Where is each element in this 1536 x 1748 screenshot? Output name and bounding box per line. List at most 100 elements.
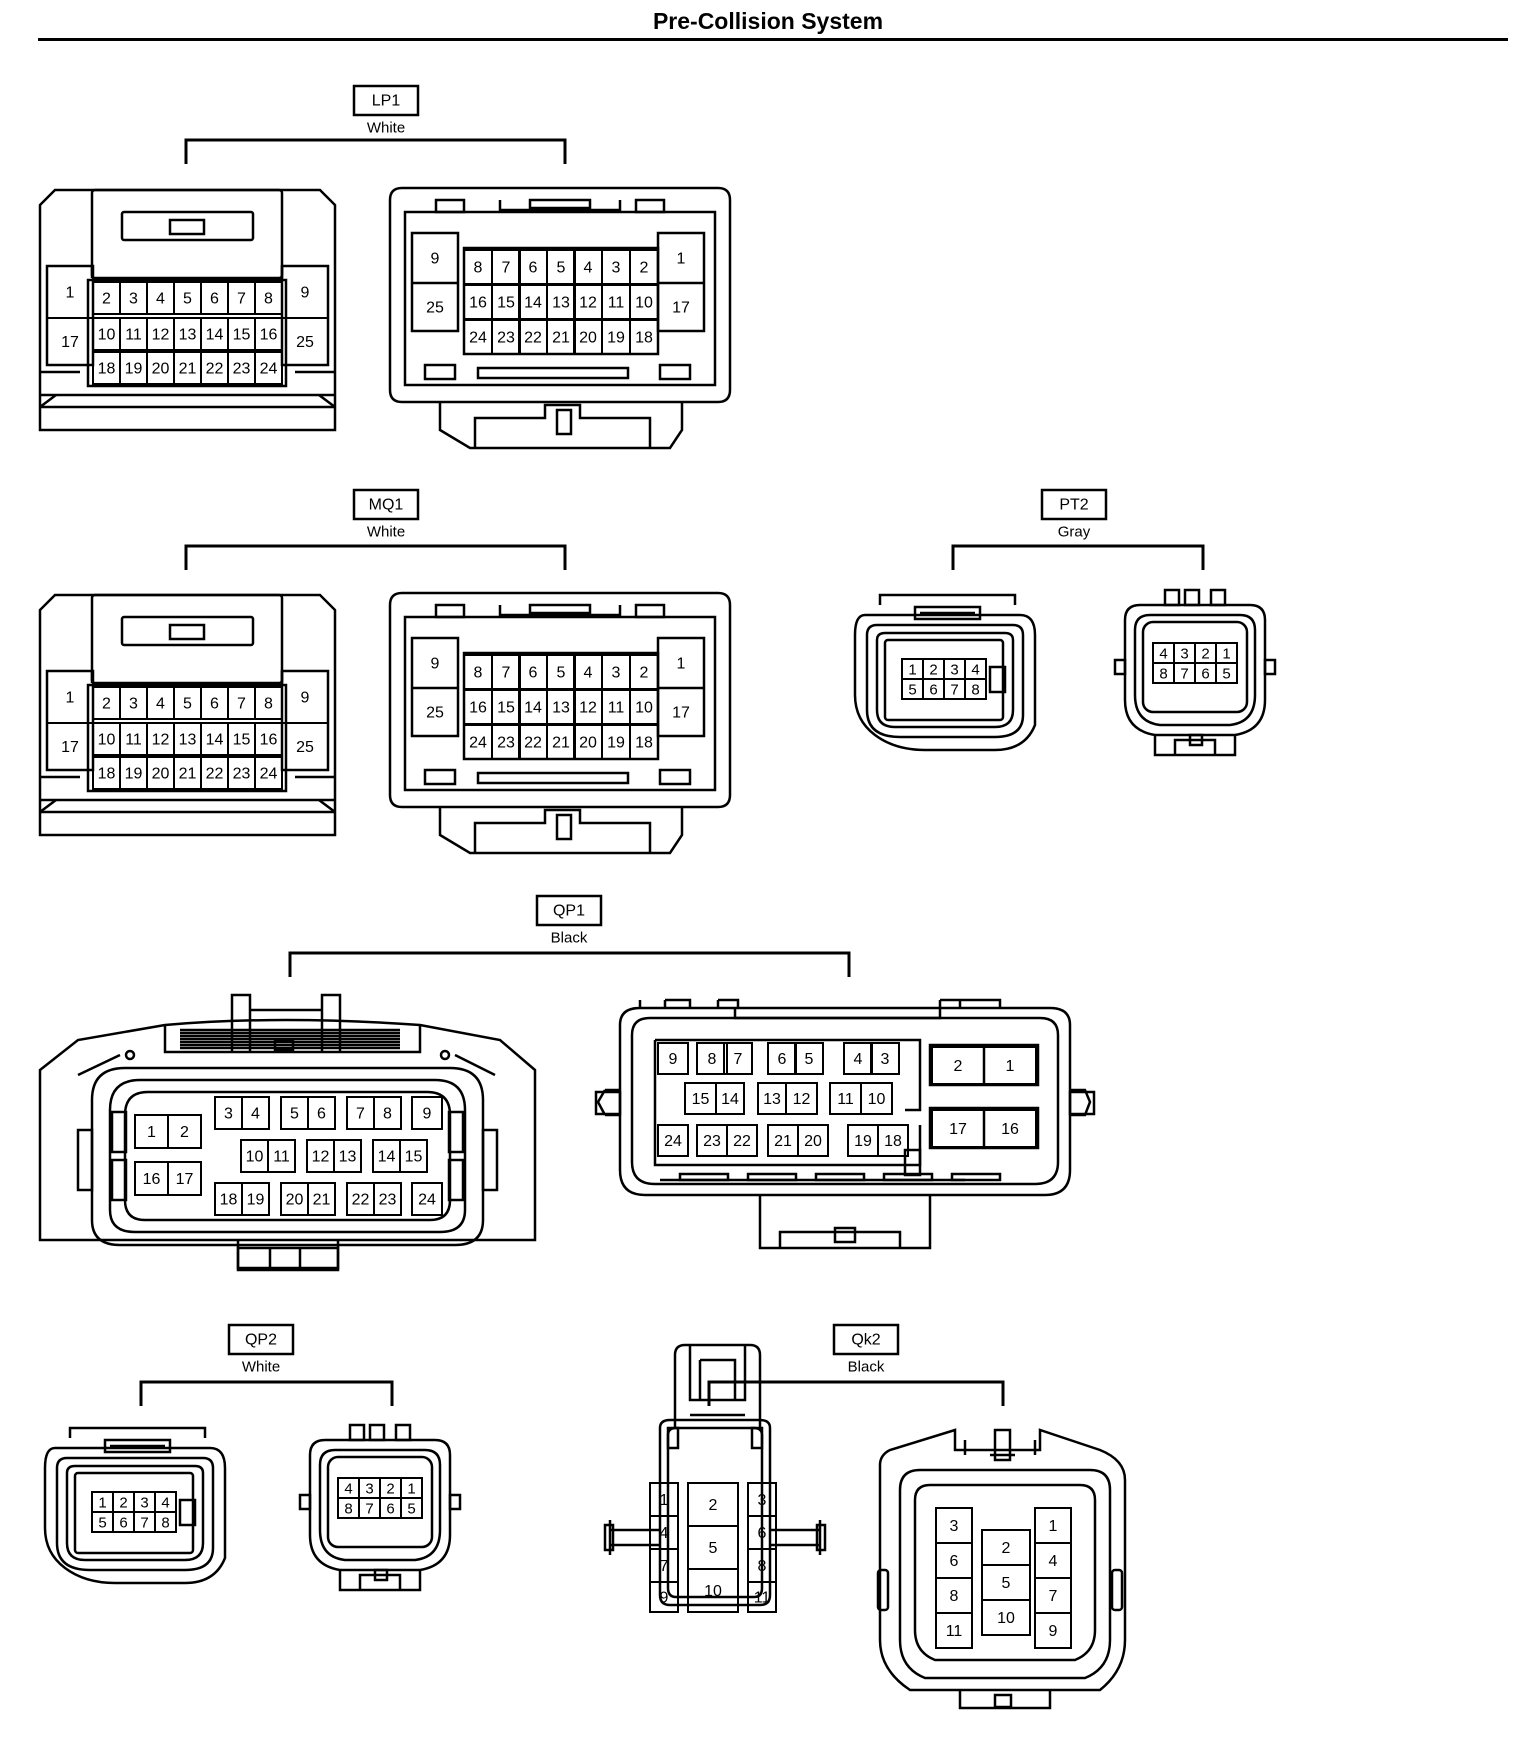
connector-code-box [352,488,420,521]
pin-number: 3 [950,1518,959,1535]
housing-outline [403,210,717,387]
pin-number: 1 [407,1481,415,1498]
pin-number: 18 [98,766,116,783]
pin-number: 23 [497,735,515,752]
pin-number: 25 [426,705,444,722]
pin-number: 10 [246,1149,264,1166]
pin-cavity: 12 [573,284,603,320]
pin-cavity: 7 [1173,662,1196,684]
pin-cavity: 15 [491,689,521,725]
housing-outline [236,1246,340,1270]
pin-number: 8 [344,1501,352,1518]
housing-outline [90,266,284,278]
pin-cavity: 24 [254,756,283,790]
pin-cavity: 2 [167,1114,202,1149]
pin-number: 24 [664,1133,682,1150]
housing-outline [963,1440,1037,1455]
connector-code-box [352,84,420,117]
housing-outline [958,1690,1052,1710]
housing-outline [1141,620,1249,714]
pin-number: 6 [778,1051,787,1068]
pin-number: 9 [669,1051,678,1068]
pin-cavity: 14 [200,317,229,351]
housing-outline [38,593,337,837]
pin-number: 15 [497,700,515,717]
pin-number: 8 [708,1051,717,1068]
pin-cell [785,1082,818,1115]
pin-number: 7 [502,665,511,682]
pin-cavity: 3 [935,1507,973,1544]
housing-outline [108,1078,467,1234]
housing-outline [476,366,630,380]
pin-number: 3 [950,662,958,679]
pin-cell [983,1109,1037,1148]
housing-outline [120,615,255,647]
pin-cell [254,351,283,385]
pin-number: 22 [524,330,542,347]
pin-cavity: 14 [372,1139,401,1173]
pin-number: 17 [672,705,690,722]
pin-cavity: 11 [119,722,148,756]
pin-cavity: 25 [411,282,459,332]
pin-cavity: 22 [518,724,548,760]
housing-outline [1188,733,1204,747]
pin-cell [797,1124,829,1157]
housing-outline [434,198,466,214]
pin-number: 16 [143,1171,161,1188]
pin-cell [870,1042,900,1075]
pin-cavity: 21 [173,756,202,790]
pin-cavity: 4 [1034,1542,1072,1579]
pin-cavity: 20 [797,1124,829,1157]
pin-number: 4 [156,291,165,308]
pin-cavity: 9 [411,637,459,689]
pin-number: 1 [677,656,686,673]
pin-cavity: 20 [146,351,175,385]
pin-number: 6 [929,682,937,699]
pin-cavity: 22 [200,756,229,790]
connector-code: PT2 [1059,497,1088,514]
pin-cell [860,1082,893,1115]
view-bracket [139,1380,394,1406]
pin-cavity: 8 [696,1042,728,1075]
pin-cavity: 9 [411,1096,443,1130]
housing-outline [1070,1088,1092,1117]
pin-number: 12 [152,732,170,749]
pin-cavity: 8 [254,686,283,720]
pin-cavity: 2 [629,654,659,690]
housing-outline [39,799,336,813]
housing-outline [236,1240,340,1272]
view-bracket [951,544,1205,570]
pin-number: 6 [529,260,538,277]
pin-cell [307,1182,336,1216]
housing-outline [318,1448,442,1562]
housing-outline [913,605,982,621]
pin-cavity: 17 [46,317,94,366]
pin-number: 2 [640,665,649,682]
pin-cell [241,1096,270,1130]
pin-cavity: 1 [400,1477,423,1499]
pin-number: 23 [233,361,251,378]
pin-cavity: 6 [935,1542,973,1579]
pin-cavity: 4 [1152,642,1175,664]
pin-cavity: 11 [747,1581,777,1613]
pin-cavity: 18 [214,1182,243,1216]
housing-outline [1068,1090,1096,1116]
pin-number: 24 [260,766,278,783]
pin-number: 8 [1159,666,1167,683]
housing-outline [476,771,630,785]
pin-number: 2 [102,291,111,308]
connector-code: Qk2 [851,1332,880,1349]
pin-cavity: 8 [935,1577,973,1614]
pin-cavity: 7 [723,1042,753,1075]
pin-cell [723,1042,753,1075]
pin-number: 19 [854,1133,872,1150]
pin-number: 22 [524,735,542,752]
pin-cavity: 25 [411,687,459,737]
view-bracket [288,951,851,977]
pin-cell [46,317,94,366]
pin-cavity: 2 [687,1482,739,1527]
housing-outline [1113,658,1127,676]
housing-outline [778,1230,902,1248]
pin-number: 14 [206,327,224,344]
